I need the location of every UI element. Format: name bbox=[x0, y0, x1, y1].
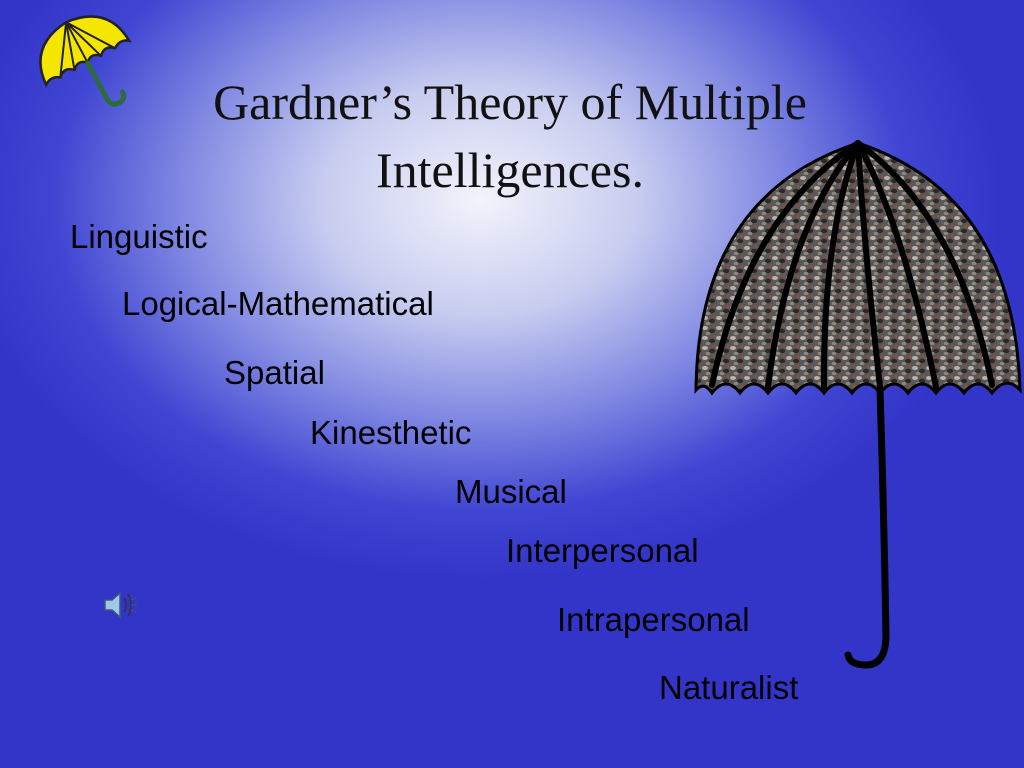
yellow-umbrella-icon bbox=[39, 15, 132, 107]
item-spatial: Spatial bbox=[224, 354, 325, 391]
item-logical-mathematical: Logical-Mathematical bbox=[122, 285, 434, 322]
item-linguistic: Linguistic bbox=[70, 218, 208, 255]
item-interpersonal: Interpersonal bbox=[506, 532, 699, 569]
item-kinesthetic: Kinesthetic bbox=[310, 414, 472, 451]
crowd-umbrella-icon bbox=[694, 140, 1022, 669]
slide-title: Gardner’s Theory of Multiple Intelligenc… bbox=[130, 68, 890, 204]
item-naturalist: Naturalist bbox=[659, 669, 799, 706]
item-musical: Musical bbox=[455, 473, 567, 510]
item-intrapersonal: Intrapersonal bbox=[557, 601, 750, 638]
title-line-1: Gardner’s Theory of Multiple bbox=[213, 74, 807, 130]
title-line-2: Intelligences. bbox=[376, 142, 644, 198]
speaker-icon[interactable] bbox=[102, 588, 138, 622]
